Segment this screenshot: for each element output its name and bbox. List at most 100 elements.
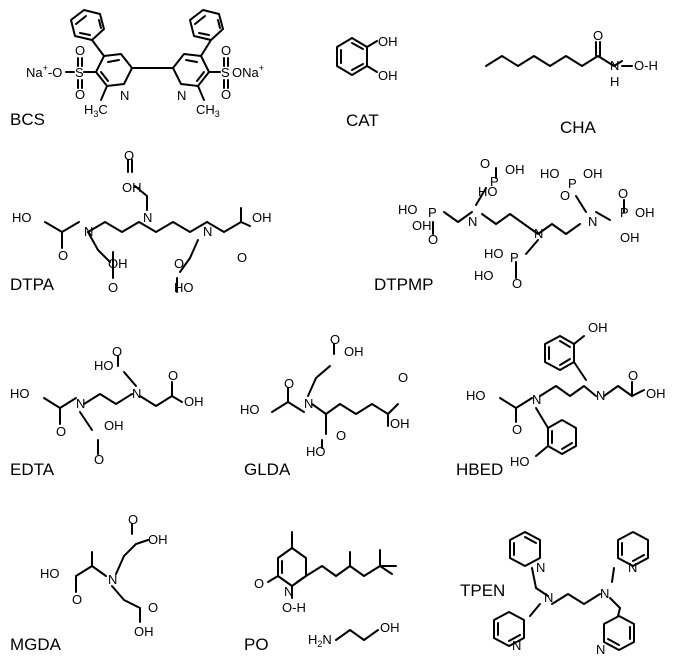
- dtpmp-ho: HO: [478, 184, 498, 199]
- po-structure: O N O-H H2N OH PO: [244, 531, 400, 654]
- hbed-atom-o: O: [512, 422, 522, 437]
- dtpmp-atom-o: O: [512, 276, 522, 291]
- dtpa-structure: HO O N N O OH N OH O OH O O HO DTPA: [10, 148, 272, 295]
- glda-atom-o: O: [398, 370, 408, 385]
- tpen-atom-n: N: [536, 560, 545, 575]
- dtpa-atom-n: N: [84, 224, 93, 239]
- bcs-atom-n: N: [177, 88, 186, 103]
- bcs-na-right: ONa+: [232, 63, 264, 80]
- bcs-atom-s: S: [221, 65, 230, 80]
- dtpmp-atom-p: P: [510, 250, 519, 265]
- hbed-atom-n: N: [532, 392, 541, 407]
- dtpmp-atom-n: N: [588, 214, 597, 229]
- edta-atom-o: O: [94, 452, 104, 467]
- bcs-na-left: Na+-O: [26, 63, 62, 80]
- dtpmp-label: DTPMP: [374, 275, 434, 294]
- bcs-structure: Na+-O O S O N N O S O ONa+ H3C CH3 BCS: [10, 9, 264, 129]
- cha-label: CHA: [560, 118, 597, 137]
- tpen-atom-n: N: [596, 642, 605, 657]
- po-h2n: H2N: [308, 632, 332, 649]
- dtpmp-atom-o: O: [618, 186, 628, 201]
- po-oh: OH: [380, 620, 400, 635]
- cat-structure: OH OH CAT: [336, 34, 398, 130]
- hbed-structure: OH HO O N N O OH HO HBED: [456, 320, 666, 479]
- po-label: PO: [244, 635, 269, 654]
- mgda-ho: HO: [40, 566, 60, 581]
- tpen-atom-n: N: [512, 638, 521, 653]
- po-atom-o: O: [254, 576, 264, 591]
- edta-atom-o: O: [112, 344, 122, 359]
- hbed-atom-o: O: [628, 368, 638, 383]
- dtpmp-structure: HO P OH O N O P OH HO N HO P HO O HO P O…: [374, 156, 655, 294]
- edta-atom-o: O: [168, 368, 178, 383]
- dtpmp-atom-o: O: [480, 156, 490, 171]
- edta-oh: OH: [184, 394, 204, 409]
- mgda-atom-o: O: [72, 592, 82, 607]
- dtpa-oh-right: OH: [252, 210, 272, 225]
- mgda-label: MGDA: [10, 635, 62, 654]
- dtpmp-oh: OH: [412, 218, 432, 233]
- mgda-oh: OH: [148, 532, 168, 547]
- dtpmp-atom-n: N: [534, 226, 543, 241]
- po-o-h: O-H: [282, 600, 306, 615]
- dtpmp-atom-o: O: [560, 188, 570, 203]
- dtpmp-atom-p: P: [568, 176, 577, 191]
- dtpmp-atom-p: P: [490, 174, 499, 189]
- glda-label: GLDA: [244, 460, 291, 479]
- dtpa-atom-o: O: [108, 280, 118, 295]
- cat-oh-top: OH: [378, 34, 398, 49]
- dtpa-ho-left: HO: [12, 210, 32, 225]
- dtpmp-ho: HO: [484, 246, 504, 261]
- edta-atom-n: N: [76, 396, 85, 411]
- edta-ho: HO: [10, 386, 30, 401]
- dtpmp-atom-p: P: [428, 205, 437, 220]
- dtpmp-oh: OH: [505, 162, 525, 177]
- tpen-label: TPEN: [460, 581, 505, 600]
- hbed-label: HBED: [456, 460, 503, 479]
- glda-atom-n: N: [304, 396, 313, 411]
- tpen-atom-n: N: [544, 590, 553, 605]
- hbed-atom-n: N: [596, 388, 605, 403]
- dtpa-label: DTPA: [10, 275, 55, 294]
- cat-oh-bottom: OH: [378, 68, 398, 83]
- dtpmp-atom-o: O: [428, 232, 438, 247]
- dtpmp-oh: OH: [583, 166, 603, 181]
- glda-structure: HO O N O OH O OH HO O GLDA: [240, 332, 410, 479]
- bcs-atom-o: O: [221, 87, 231, 102]
- dtpa-atom-o: O: [58, 248, 68, 263]
- tpen-atom-n: N: [628, 560, 637, 575]
- dtpmp-atom-n: N: [468, 214, 477, 229]
- mgda-structure: HO O N O OH O OH MGDA: [10, 512, 168, 654]
- glda-atom-o: O: [284, 376, 294, 391]
- bcs-atom-n: N: [120, 88, 129, 103]
- dtpmp-oh: OH: [635, 205, 655, 220]
- mgda-atom-o: O: [148, 600, 158, 615]
- glda-atom-o: O: [336, 428, 346, 443]
- cha-atom-h: H: [610, 74, 619, 89]
- glda-oh: OH: [390, 416, 410, 431]
- dtpa-oh-bottom-left: OH: [108, 256, 128, 271]
- glda-ho: HO: [306, 444, 326, 459]
- cha-structure: O N H O-H CHA: [485, 28, 658, 137]
- tpen-structure: N N N N N N TPEN: [460, 531, 649, 657]
- dtpa-oh-top: OH: [122, 180, 142, 195]
- bcs-ch3-left: H3C: [84, 102, 108, 119]
- glda-atom-o: O: [330, 332, 340, 347]
- edta-oh: OH: [104, 418, 124, 433]
- dtpa-atom-o: O: [174, 256, 184, 271]
- dtpa-atom-n: N: [143, 210, 152, 225]
- dtpmp-atom-p: P: [620, 205, 629, 220]
- hbed-oh: OH: [646, 386, 666, 401]
- glda-ho: HO: [240, 402, 260, 417]
- dtpmp-ho: HO: [398, 202, 418, 217]
- cha-atom-n: N: [610, 58, 619, 73]
- edta-label: EDTA: [10, 460, 55, 479]
- edta-ho: HO: [94, 358, 114, 373]
- dtpa-atom-o: O: [237, 250, 247, 265]
- cat-label: CAT: [346, 111, 379, 130]
- dtpa-ho-bottom: HO: [174, 280, 194, 295]
- cha-atom-o: O: [593, 28, 603, 43]
- tpen-atom-n: N: [600, 586, 609, 601]
- mgda-atom-o: O: [128, 512, 138, 527]
